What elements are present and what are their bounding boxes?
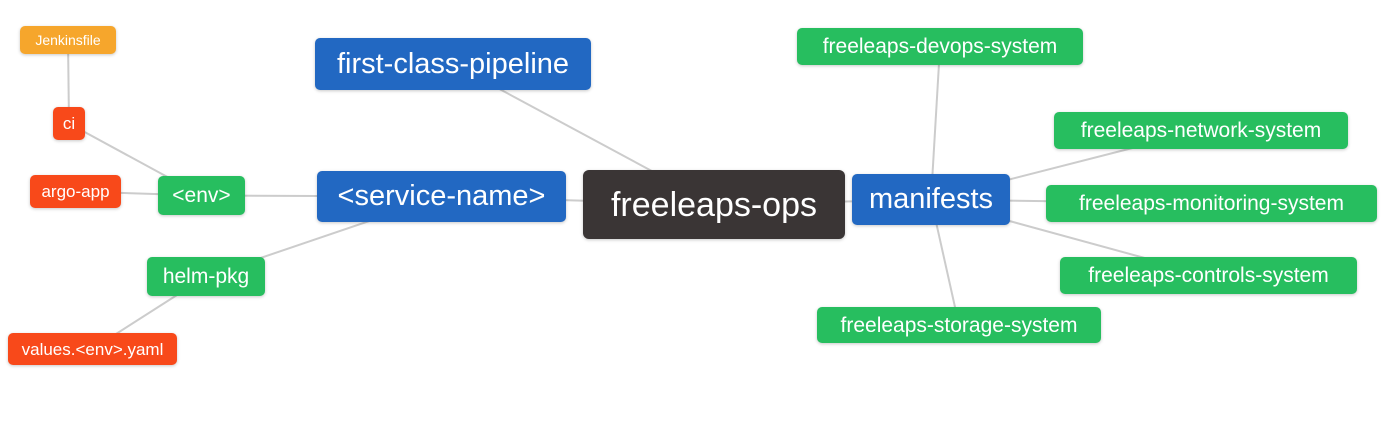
monitoring-system-node[interactable]: freeleaps-monitoring-system: [1046, 185, 1377, 222]
jenkinsfile-node[interactable]: Jenkinsfile: [20, 26, 116, 54]
network-system-node[interactable]: freeleaps-network-system: [1054, 112, 1348, 149]
first-class-pipeline-node[interactable]: first-class-pipeline: [315, 38, 591, 90]
values-env-yaml-node[interactable]: values.<env>.yaml: [8, 333, 177, 365]
freeleaps-ops-node[interactable]: freeleaps-ops: [583, 170, 845, 239]
storage-system-node[interactable]: freeleaps-storage-system: [817, 307, 1101, 343]
devops-system-node[interactable]: freeleaps-devops-system: [797, 28, 1083, 65]
helm-pkg-node[interactable]: helm-pkg: [147, 257, 265, 296]
env-node[interactable]: <env>: [158, 176, 245, 215]
service-name-node[interactable]: <service-name>: [317, 171, 566, 222]
ci-node[interactable]: ci: [53, 107, 85, 140]
controls-system-node[interactable]: freeleaps-controls-system: [1060, 257, 1357, 294]
manifests-node[interactable]: manifests: [852, 174, 1010, 225]
argo-app-node[interactable]: argo-app: [30, 175, 121, 208]
